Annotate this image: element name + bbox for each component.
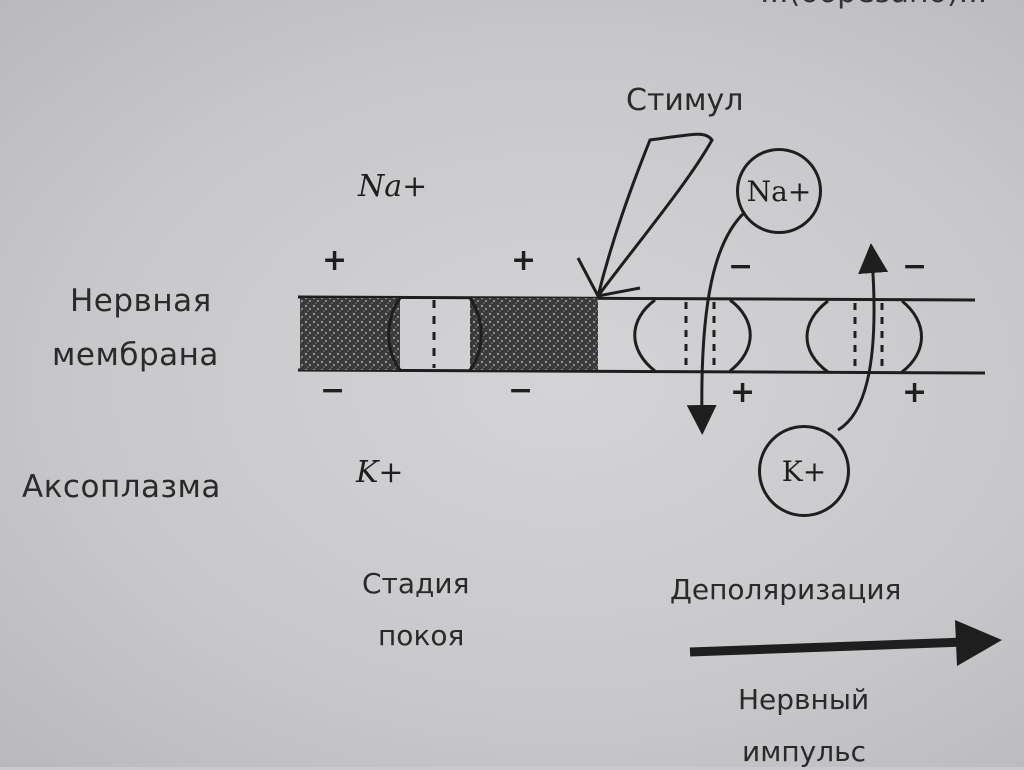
membrane-label-line2: мембрана — [52, 337, 219, 373]
na-influx-arrow — [686, 210, 747, 435]
impulse-arrow-shaft — [689, 637, 966, 657]
stage-rest-line2: покоя — [378, 619, 465, 652]
membrane-segment-rest-2 — [470, 298, 598, 370]
k-ion-label: K+ — [356, 455, 404, 490]
impulse-label-line2: импульс — [742, 735, 866, 768]
membrane-label-line1: Нервная — [70, 283, 212, 319]
k-efflux-arrow — [837, 243, 889, 432]
top-cropped-text: ...(обрезано)... — [760, 0, 987, 8]
channel-closed — [387, 297, 483, 371]
na-ion-circle-label: Na+ — [746, 174, 812, 208]
outer-plus-1: + — [322, 243, 348, 278]
membrane-segment-rest-1 — [300, 298, 400, 370]
axoplasm-label: Аксоплазма — [22, 469, 221, 505]
membrane-inner-line — [297, 368, 986, 375]
outer-plus-2: + — [511, 243, 537, 278]
channel-open-1 — [633, 298, 752, 373]
impulse-arrow-head — [955, 620, 1002, 666]
k-ion-circle: K+ — [758, 425, 850, 517]
stimulus-label: Стимул — [626, 83, 744, 118]
na-ion-circle: Na+ — [736, 148, 822, 234]
depolarization-label: Деполяризация — [670, 573, 902, 606]
outer-minus-1: − — [728, 249, 754, 284]
impulse-label-line1: Нервный — [738, 683, 870, 716]
channel-open-2 — [805, 299, 923, 374]
inner-minus-2: − — [508, 373, 534, 408]
inner-plus-2: + — [902, 375, 928, 410]
membrane-outer-line — [297, 295, 976, 302]
inner-plus-1: + — [730, 375, 756, 410]
stage-rest-line1: Стадия — [362, 567, 470, 600]
inner-minus-1: − — [320, 373, 346, 408]
na-ion-label: Na+ — [358, 169, 428, 204]
outer-minus-2: − — [902, 249, 928, 284]
stimulus-spark — [576, 257, 641, 298]
stimulus-electrode — [596, 132, 714, 297]
k-ion-circle-label: K+ — [781, 454, 827, 488]
